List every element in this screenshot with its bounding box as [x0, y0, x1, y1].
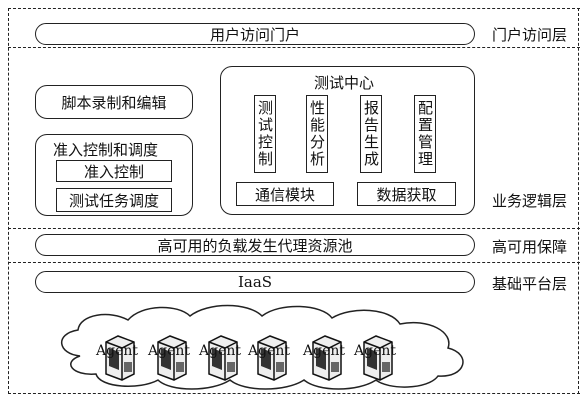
module-report-generation: 报告生成	[360, 95, 382, 173]
ha-resource-pool-bar: 高可用的负载发生代理资源池	[35, 234, 475, 256]
script-record-edit-box: 脚本录制和编辑	[35, 85, 193, 119]
iaas-bar: IaaS	[35, 271, 475, 293]
server-icon	[257, 335, 287, 381]
server-icon	[157, 335, 187, 381]
server-icon	[312, 335, 342, 381]
agent-label-6: Agent	[354, 343, 396, 359]
agent-label-4: Agent	[248, 343, 290, 359]
layer-label-base: 基础平台层	[492, 275, 568, 293]
layer-label-ha: 高可用保障	[492, 238, 568, 256]
frame-right-border	[578, 8, 579, 394]
separator-portal-business	[8, 47, 580, 48]
module-config-management-label: 配置管理	[416, 100, 434, 168]
test-center-title: 测试中心	[314, 74, 375, 92]
admission-control-box: 准入控制	[56, 160, 172, 182]
frame-bottom-border	[8, 393, 580, 394]
server-icon	[105, 335, 135, 381]
agent-node-4: Agent	[248, 332, 292, 384]
admission-group-title: 准入控制和调度	[53, 141, 159, 159]
agent-node-3: Agent	[199, 332, 243, 384]
server-icon	[363, 335, 393, 381]
agent-node-1: Agent	[96, 332, 140, 384]
agent-node-2: Agent	[148, 332, 192, 384]
agent-label-1: Agent	[96, 343, 138, 359]
comm-module-box: 通信模块	[236, 182, 334, 206]
module-config-management: 配置管理	[414, 95, 436, 173]
task-scheduling-box: 测试任务调度	[56, 188, 172, 212]
agent-node-6: Agent	[354, 332, 398, 384]
layer-label-business: 业务逻辑层	[492, 192, 568, 210]
portal-bar: 用户访问门户	[35, 23, 475, 45]
server-icon	[208, 335, 238, 381]
module-test-control: 测试控制	[254, 95, 276, 173]
module-performance-analysis-label: 性能分析	[308, 100, 326, 168]
agent-node-5: Agent	[303, 332, 347, 384]
frame-left-border	[8, 8, 9, 394]
agent-label-5: Agent	[303, 343, 345, 359]
data-acquisition-box: 数据获取	[357, 182, 456, 206]
agent-label-3: Agent	[199, 343, 241, 359]
separator-business-ha	[8, 228, 580, 229]
frame-top-border	[8, 8, 580, 9]
module-report-generation-label: 报告生成	[362, 100, 380, 168]
layer-label-portal: 门户访问层	[492, 26, 568, 44]
separator-ha-base	[8, 262, 580, 263]
agent-label-2: Agent	[148, 343, 190, 359]
module-test-control-label: 测试控制	[256, 100, 274, 168]
module-performance-analysis: 性能分析	[306, 95, 328, 173]
